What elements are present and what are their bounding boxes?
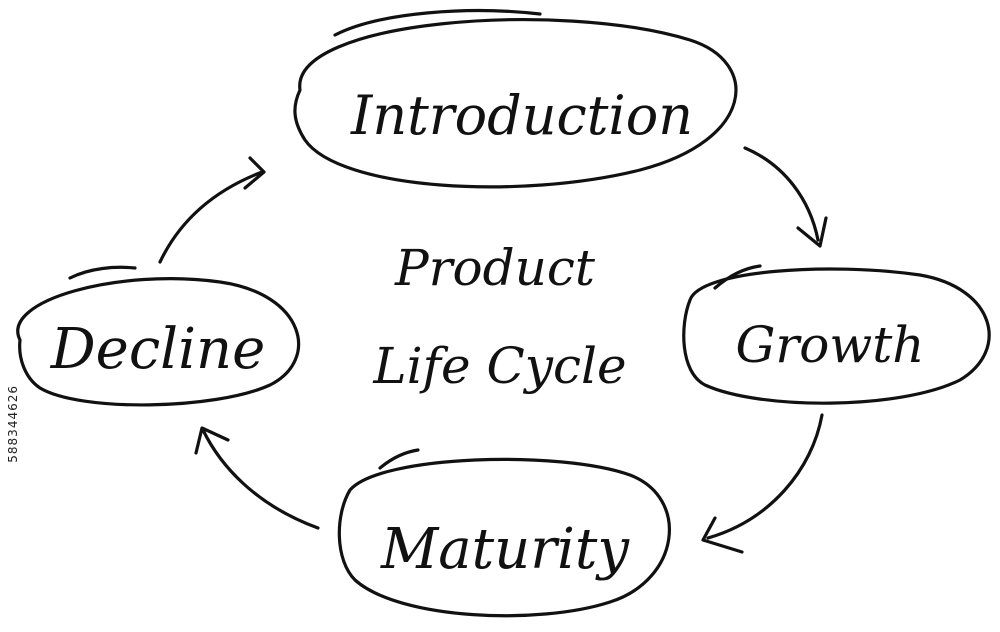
stage-growth: Growth	[682, 264, 991, 405]
maturity-label: Maturity	[380, 517, 630, 582]
decline-label: Decline	[50, 317, 265, 382]
introduction-label: Introduction	[350, 84, 693, 147]
introduction-ellipse	[293, 18, 738, 189]
decline-ellipse-overlap	[68, 265, 137, 280]
arrow-introduction-to-growth	[743, 146, 828, 248]
center-title-line1: Product	[394, 239, 596, 297]
introduction-ellipse-overlap	[333, 9, 542, 37]
growth-label: Growth	[735, 316, 924, 374]
growth-ellipse	[682, 267, 991, 405]
stage-introduction: Introduction	[293, 9, 738, 189]
stage-maturity: Maturity	[337, 448, 671, 618]
stage-decline: Decline	[16, 265, 301, 407]
center-title-line2: Life Cycle	[372, 337, 626, 395]
maturity-ellipse-overlap	[378, 448, 420, 470]
decline-ellipse	[16, 277, 301, 407]
arrow-decline-to-introduction	[158, 156, 266, 264]
arrow-growth-to-maturity	[701, 413, 824, 554]
maturity-ellipse	[337, 457, 671, 618]
growth-ellipse-overlap	[713, 264, 762, 290]
arrow-maturity-to-decline	[194, 426, 320, 530]
stock-id-watermark: 588344626	[6, 385, 20, 463]
center-title: Product Life Cycle	[372, 239, 626, 395]
